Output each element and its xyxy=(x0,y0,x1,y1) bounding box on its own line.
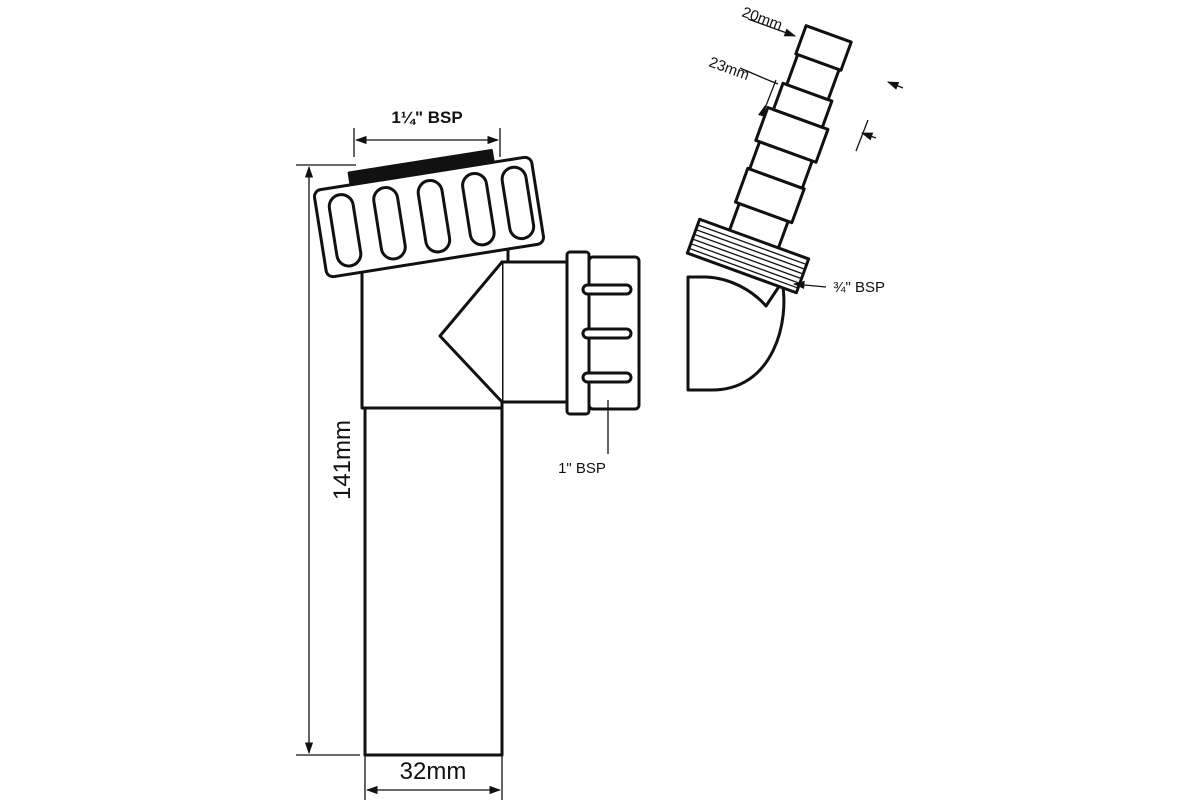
label-outlet-thread: 1¼" BSP xyxy=(391,108,462,127)
side-branch xyxy=(500,260,574,404)
label-pipe-diameter: 32mm xyxy=(400,758,467,785)
hose-tail xyxy=(713,24,853,281)
top-nut xyxy=(312,148,546,279)
dim-side-thread: 1" BSP xyxy=(558,400,609,477)
tee-y-join xyxy=(438,260,504,404)
dim-outlet-thread: 1¼" BSP xyxy=(353,108,501,157)
elbow xyxy=(686,275,786,392)
label-hose-max: 23mm xyxy=(707,54,752,84)
side-nut xyxy=(565,250,641,416)
dim-pipe-diameter: 32mm xyxy=(364,755,503,800)
label-hose-min: 20mm xyxy=(740,4,785,34)
hose-thread-collar xyxy=(685,217,811,295)
dim-hose-thread: ¾" BSP xyxy=(792,279,885,296)
main-pipe xyxy=(363,406,504,757)
dim-height: 141mm xyxy=(296,164,360,756)
label-side-thread: 1" BSP xyxy=(558,460,606,477)
label-hose-thread: ¾" BSP xyxy=(833,279,885,296)
label-height: 141mm xyxy=(329,420,356,500)
